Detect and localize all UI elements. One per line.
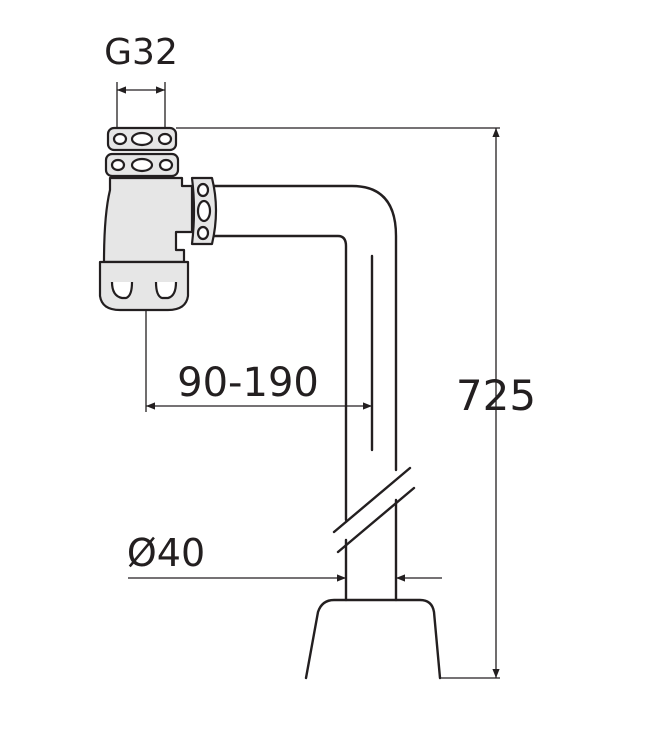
dimension-outlet-offset: 90-190 — [145, 310, 372, 412]
dimension-pipe-diameter: Ø40 — [127, 531, 442, 582]
break-line-lower — [336, 486, 416, 554]
siphon-cylinder — [102, 176, 194, 264]
label-outlet-offset: 90-190 — [177, 360, 319, 406]
label-pipe-diameter: Ø40 — [127, 531, 205, 575]
dimension-total-height: 725 — [176, 127, 536, 679]
bent-pipe — [212, 184, 416, 602]
pipe-foot — [304, 598, 442, 680]
siphon-body — [98, 126, 194, 312]
outlet-nut — [190, 176, 218, 246]
label-total-height: 725 — [456, 371, 536, 420]
dimension-g32: G32 — [104, 32, 178, 128]
label-g32: G32 — [104, 32, 178, 73]
break-line-upper — [332, 466, 412, 534]
